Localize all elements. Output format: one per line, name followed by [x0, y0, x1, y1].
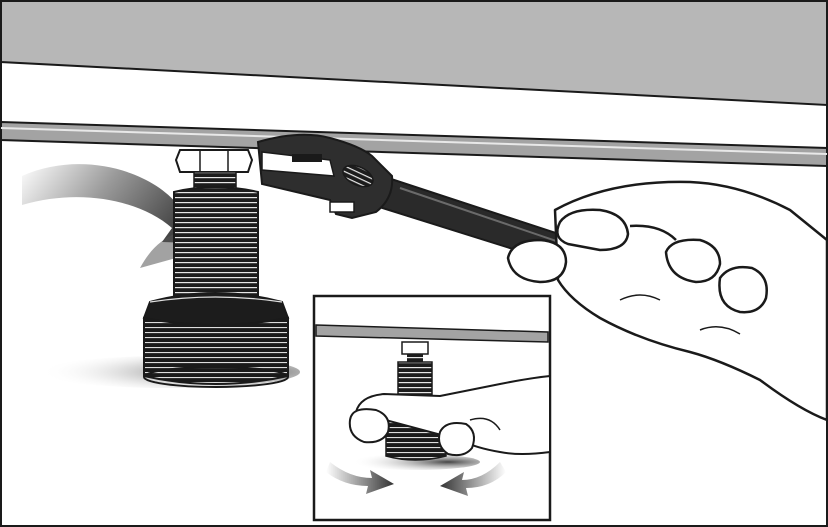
levelling-foot — [142, 149, 290, 388]
rotate-left-arrow-icon — [326, 462, 394, 494]
appliance-underside — [0, 0, 828, 168]
hex-nut — [174, 149, 254, 173]
inset-detail-panel — [312, 294, 552, 522]
appliance-rail — [0, 120, 828, 168]
inset-hand-icon — [348, 375, 551, 457]
hand-icon — [506, 180, 828, 422]
rotate-right-arrow-icon — [440, 462, 506, 496]
foot-upper-cylinder — [173, 186, 259, 303]
foot-base — [143, 316, 289, 385]
